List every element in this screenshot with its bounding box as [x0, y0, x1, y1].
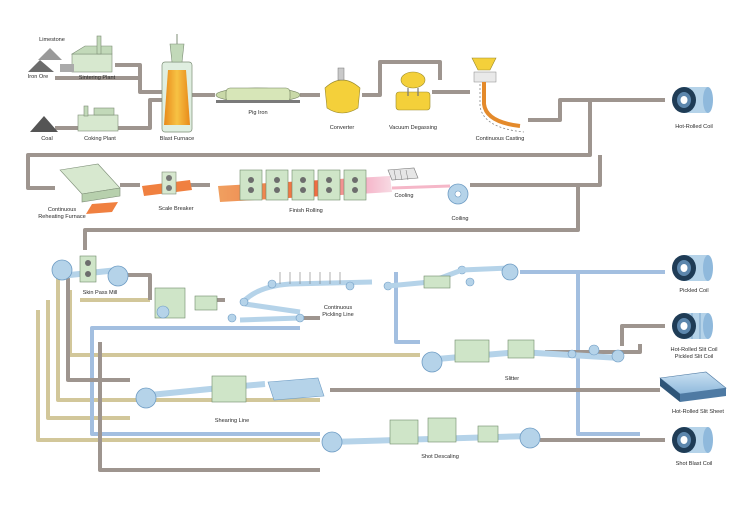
pickling-line [154, 263, 519, 323]
hot-rolled-coil-label: Hot-Rolled Coil [675, 124, 713, 130]
pickled-coil-label: Pickled Coil [679, 288, 709, 294]
shot-descaling-label: Shot Descaling [421, 454, 459, 460]
finish-rolling [218, 169, 392, 202]
blue-flow-down-1 [576, 272, 640, 436]
coal-pile [30, 116, 58, 132]
reheating-furnace-label-1: Continuous [47, 207, 77, 213]
reheating-furnace-label-2: Reheating Furnace [38, 214, 86, 220]
sintering-plant-label: Sintering Plant [78, 75, 116, 81]
pig-iron-label: Pig Iron [248, 110, 268, 116]
pig-iron-car [215, 87, 301, 103]
flow-lines [26, 60, 665, 472]
slit-coil-label-2: Pickled Slit Coil [674, 354, 714, 360]
cooling-unit [387, 167, 419, 181]
tan-flow-2 [46, 300, 130, 420]
raw-material-piles [28, 48, 62, 132]
shearing-line-label: Shearing Line [214, 418, 250, 424]
scale-breaker-label: Scale Breaker [158, 206, 194, 212]
coal-label: Coal [41, 136, 53, 142]
slit-coil [672, 313, 713, 339]
shearing-line [135, 375, 325, 409]
shot-blast-coil-label: Shot Blast Coil [675, 461, 713, 467]
slit-sheet-stack [659, 371, 727, 402]
slit-sheet-label: Hot-Rolled Slit Sheet [672, 409, 724, 415]
continuous-casting [471, 57, 525, 133]
gray-flow-sinter [115, 63, 162, 94]
gray-flow-conv [362, 60, 442, 97]
pickled-coil [672, 255, 713, 281]
cooling-label: Cooling [394, 193, 414, 199]
limestone-pile [38, 48, 62, 60]
pickling-line-label-2: Pickling Line [322, 312, 354, 318]
skin-pass-mill-label: Skin Pass Mill [82, 290, 118, 296]
coking-plant [77, 105, 119, 132]
skin-pass-mill [51, 255, 129, 287]
hot-rolled-coil [672, 87, 713, 113]
scale-breaker [142, 171, 192, 196]
vacuum-degassing-label: Vacuum Degassing [388, 125, 438, 131]
sintering-plant [60, 35, 113, 73]
converter [324, 67, 361, 114]
gray-flow-slitter-out [545, 344, 642, 354]
slit-coil-label-1: Hot-Rolled Slit Coil [670, 347, 718, 353]
blast-furnace [161, 34, 193, 133]
finish-rolling-label: Finish Rolling [289, 208, 323, 214]
blast-furnace-label: Blast Furnace [159, 136, 195, 142]
coking-plant-label: Coking Plant [84, 136, 116, 142]
blue-flow-down-2 [394, 272, 420, 344]
vacuum-degassing [395, 71, 431, 111]
gray-flow-skin [128, 273, 152, 300]
limestone-label: Limestone [39, 37, 65, 43]
coiler [391, 183, 469, 205]
iron-ore-label: Iron Ore [27, 74, 49, 80]
gray-flow-left-a [66, 270, 130, 382]
gray-flow-slit-coil [620, 324, 665, 346]
shot-descaling [321, 417, 541, 453]
pickling-line-label-1: Continuous [323, 305, 353, 311]
shot-blast-coil [672, 427, 713, 453]
coiling-label: Coiling [451, 216, 469, 222]
gray-flow-coiling [470, 155, 602, 187]
reheating-furnace [59, 163, 121, 214]
slitter [421, 339, 625, 373]
slitter-label: Slitter [504, 376, 520, 382]
gray-flow-cast [26, 98, 592, 190]
gray-flow-left-b [98, 342, 320, 472]
iron-ore-pile [28, 60, 54, 72]
converter-label: Converter [329, 125, 355, 131]
gray-flow-coil-out [83, 185, 580, 250]
tan-flow-3 [36, 310, 320, 442]
continuous-casting-label: Continuous Casting [475, 136, 525, 142]
